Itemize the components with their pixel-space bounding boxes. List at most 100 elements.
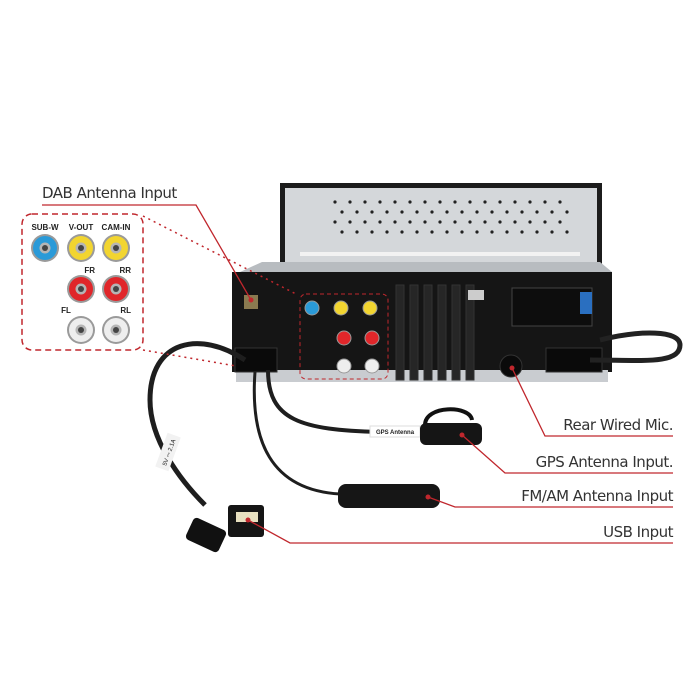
vent-hole xyxy=(520,210,524,214)
vent-hole xyxy=(363,200,367,204)
gps-antenna-connector xyxy=(420,423,482,445)
vent-hole xyxy=(363,220,367,224)
cables xyxy=(147,341,420,507)
radio-top-cover xyxy=(280,183,602,268)
vent-hole xyxy=(400,230,404,234)
vent-hole xyxy=(423,220,427,224)
vent-hole xyxy=(378,220,382,224)
vent-hole xyxy=(400,210,404,214)
vent-hole xyxy=(475,230,479,234)
vent-hole xyxy=(565,230,569,234)
vent-hole xyxy=(483,220,487,224)
port-label-fr: FR xyxy=(84,266,95,275)
vent-hole xyxy=(445,230,449,234)
vent-hole xyxy=(445,210,449,214)
fm-am-antenna-connector xyxy=(338,484,440,508)
vent-hole xyxy=(475,210,479,214)
vent-hole xyxy=(505,230,509,234)
port-label-rl: RL xyxy=(120,306,131,315)
rca-inset: SUB-W V-OUT CAM-IN FR RR FL RL xyxy=(21,213,299,367)
vent-hole xyxy=(385,210,389,214)
vent-hole xyxy=(340,210,344,214)
vent-hole xyxy=(393,200,397,204)
vent-hole xyxy=(423,200,427,204)
vent-hole xyxy=(348,220,352,224)
vent-hole xyxy=(348,200,352,204)
vent-hole xyxy=(505,210,509,214)
vent-hole xyxy=(460,210,464,214)
port-label-fl: FL xyxy=(61,306,71,315)
vent-hole xyxy=(408,200,412,204)
vent-hole xyxy=(543,200,547,204)
vent-hole xyxy=(490,230,494,234)
vent-hole xyxy=(490,210,494,214)
vent-hole xyxy=(535,210,539,214)
vent-hole xyxy=(453,200,457,204)
vent-hole xyxy=(558,200,562,204)
vent-hole xyxy=(550,210,554,214)
rca-jack-rl xyxy=(102,316,130,344)
vent-hole xyxy=(498,220,502,224)
rca-jack-fr xyxy=(67,275,95,303)
rear-rca-ports xyxy=(304,300,380,374)
port-label-v-out: V-OUT xyxy=(69,223,94,232)
callout-gps-antenna: GPS Antenna Input. xyxy=(536,453,673,471)
callout-fm-am-antenna: FM/AM Antenna Input xyxy=(521,487,673,505)
vent-hole xyxy=(520,230,524,234)
vent-hole xyxy=(378,200,382,204)
vent-hole xyxy=(565,210,569,214)
vent-hole xyxy=(333,220,337,224)
ethernet-port xyxy=(468,290,484,300)
rca-jack-sub-w xyxy=(31,234,59,262)
vent-hole xyxy=(408,220,412,224)
vent-hole xyxy=(528,200,532,204)
vent-hole xyxy=(393,220,397,224)
rca-jack-v-out xyxy=(67,234,95,262)
vent-hole xyxy=(430,210,434,214)
vent-hole xyxy=(460,230,464,234)
rca-jack-rr xyxy=(102,275,130,303)
vent-hole xyxy=(468,220,472,224)
callout-lines xyxy=(42,204,673,544)
vent-hole xyxy=(543,220,547,224)
rca-jack-cam-in xyxy=(102,234,130,262)
vent-hole xyxy=(498,200,502,204)
vent-hole xyxy=(370,230,374,234)
callout-usb-input: USB Input xyxy=(603,523,674,541)
vent-hole xyxy=(438,200,442,204)
vent-hole xyxy=(355,230,359,234)
vent-hole xyxy=(453,220,457,224)
vent-hole xyxy=(513,200,517,204)
fuse xyxy=(580,292,592,314)
callout-rear-mic: Rear Wired Mic. xyxy=(563,416,673,434)
radio-rear-panel xyxy=(232,272,612,382)
vent-hole xyxy=(558,220,562,224)
vent-hole xyxy=(483,200,487,204)
port-label-sub-w: SUB-W xyxy=(31,223,59,232)
rca-jack-fl xyxy=(67,316,95,344)
vent-hole xyxy=(370,210,374,214)
vent-hole xyxy=(550,230,554,234)
vent-hole xyxy=(415,230,419,234)
callout-dab-antenna: DAB Antenna Input xyxy=(42,184,177,202)
svg-text:GPS Antenna: GPS Antenna xyxy=(376,430,415,436)
vent-hole xyxy=(468,200,472,204)
usb-cap xyxy=(185,517,227,553)
vent-hole xyxy=(528,220,532,224)
vent-hole xyxy=(333,200,337,204)
vent-hole xyxy=(385,230,389,234)
port-label-cam-in: CAM-IN xyxy=(102,223,131,232)
vent-hole xyxy=(438,220,442,224)
port-label-rr: RR xyxy=(119,266,131,275)
vent-hole xyxy=(430,230,434,234)
chassis-top xyxy=(240,262,612,272)
vent-hole xyxy=(355,210,359,214)
vent-hole xyxy=(535,230,539,234)
vent-hole xyxy=(340,230,344,234)
power-cable xyxy=(589,330,683,364)
vent-hole xyxy=(513,220,517,224)
vent-hole xyxy=(415,210,419,214)
iso-connector xyxy=(511,287,593,327)
